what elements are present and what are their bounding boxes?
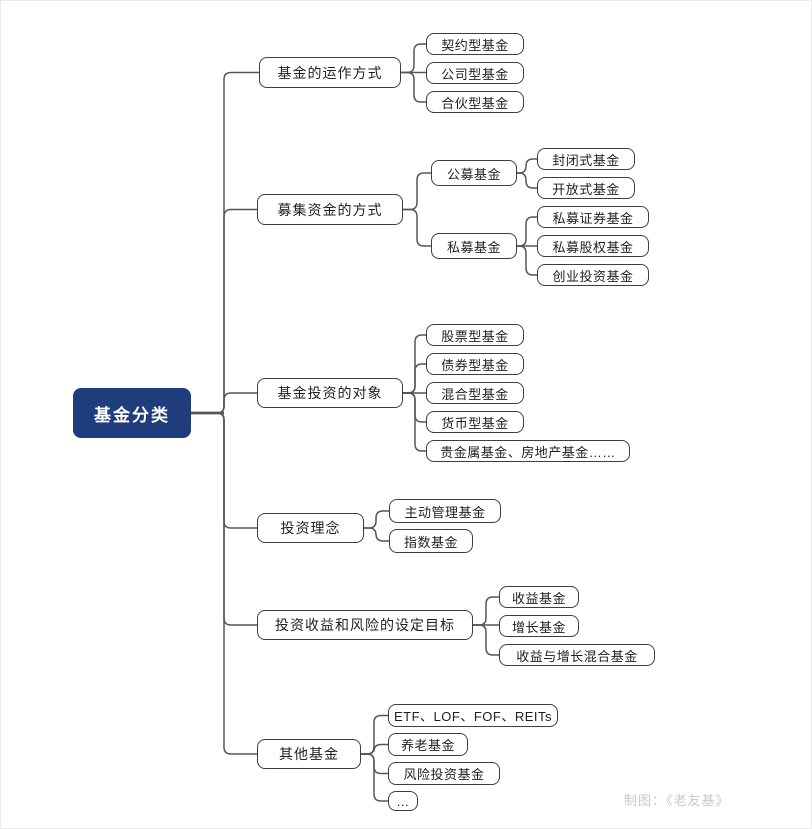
node-label: 公司型基金 [441, 66, 509, 82]
node-label: 收益基金 [511, 590, 566, 606]
node-label: 混合型基金 [441, 386, 509, 402]
node-private-securities-fund: 私募证券基金 [537, 206, 649, 228]
node-label: 贵金属基金、房地产基金…… [440, 444, 616, 460]
branch-label: 基金的运作方式 [277, 64, 383, 81]
root-node-fund-classification: 基金分类 [73, 388, 191, 438]
node-index-fund: 指数基金 [389, 529, 473, 553]
node-private-equity-fund: 私募股权基金 [537, 235, 649, 257]
node-venture-investment-fund: 创业投资基金 [537, 264, 649, 286]
node-label: 开放式基金 [552, 181, 620, 197]
node-label: 私募股权基金 [552, 239, 634, 255]
node-label: 股票型基金 [441, 328, 509, 344]
node-income-fund: 收益基金 [499, 586, 579, 608]
node-corporate-fund: 公司型基金 [426, 62, 524, 84]
node-label: 指数基金 [403, 534, 458, 550]
branch-label: 其他基金 [279, 746, 339, 762]
node-label: 契约型基金 [441, 37, 509, 53]
node-contract-fund: 契约型基金 [426, 33, 524, 55]
node-label: 合伙型基金 [441, 95, 509, 111]
node-pension-fund: 养老基金 [388, 733, 468, 756]
node-label: 养老基金 [400, 738, 455, 753]
credit-text: 制图：《老友基》 [624, 793, 730, 808]
branch-return-risk-objective: 投资收益和风险的设定目标 [257, 610, 473, 640]
node-growth-fund: 增长基金 [499, 615, 579, 637]
branch-fundraising-method: 募集资金的方式 [257, 194, 403, 225]
node-label: 增长基金 [511, 619, 566, 635]
node-hybrid-fund: 混合型基金 [426, 382, 524, 404]
node-active-management-fund: 主动管理基金 [389, 499, 501, 523]
branch-investment-philosophy: 投资理念 [257, 513, 364, 543]
branch-operation-mode: 基金的运作方式 [259, 57, 401, 88]
branch-investment-target: 基金投资的对象 [257, 378, 403, 408]
node-label: 私募基金 [446, 239, 501, 255]
branch-label: 募集资金的方式 [277, 201, 383, 218]
node-stock-fund: 股票型基金 [426, 324, 524, 346]
node-money-market-fund: 货币型基金 [426, 411, 524, 433]
node-closed-end-fund: 封闭式基金 [537, 148, 635, 170]
branch-label: 基金投资的对象 [277, 385, 383, 401]
node-label: 创业投资基金 [552, 268, 634, 284]
node-label: 风险投资基金 [403, 767, 485, 782]
node-label: 私募证券基金 [552, 210, 634, 226]
node-label: 债券型基金 [441, 357, 509, 373]
node-label: 收益与增长混合基金 [516, 648, 638, 664]
branch-label: 投资收益和风险的设定目标 [275, 617, 455, 633]
node-label: … [396, 793, 410, 809]
branch-other-funds: 其他基金 [257, 739, 361, 769]
branch-label: 投资理念 [280, 520, 341, 536]
node-income-growth-hybrid-fund: 收益与增长混合基金 [499, 644, 655, 666]
node-partnership-fund: 合伙型基金 [426, 91, 524, 113]
node-etf-lof-fof-reits: ETF、LOF、FOF、REITs [388, 704, 558, 727]
node-label: 公募基金 [446, 166, 501, 182]
node-ellipsis-more: … [388, 791, 418, 811]
node-label: ETF、LOF、FOF、REITs [393, 709, 552, 724]
node-precious-metals-real-estate-fund: 贵金属基金、房地产基金…… [426, 440, 630, 462]
node-label: 封闭式基金 [552, 152, 620, 168]
node-private-fund: 私募基金 [431, 233, 517, 259]
node-risk-investment-fund: 风险投资基金 [388, 762, 500, 785]
node-bond-fund: 债券型基金 [426, 353, 524, 375]
node-label: 货币型基金 [441, 415, 509, 431]
node-open-end-fund: 开放式基金 [537, 177, 635, 199]
node-public-fund: 公募基金 [431, 160, 517, 186]
node-label: 主动管理基金 [404, 504, 486, 520]
root-label: 基金分类 [94, 405, 170, 425]
